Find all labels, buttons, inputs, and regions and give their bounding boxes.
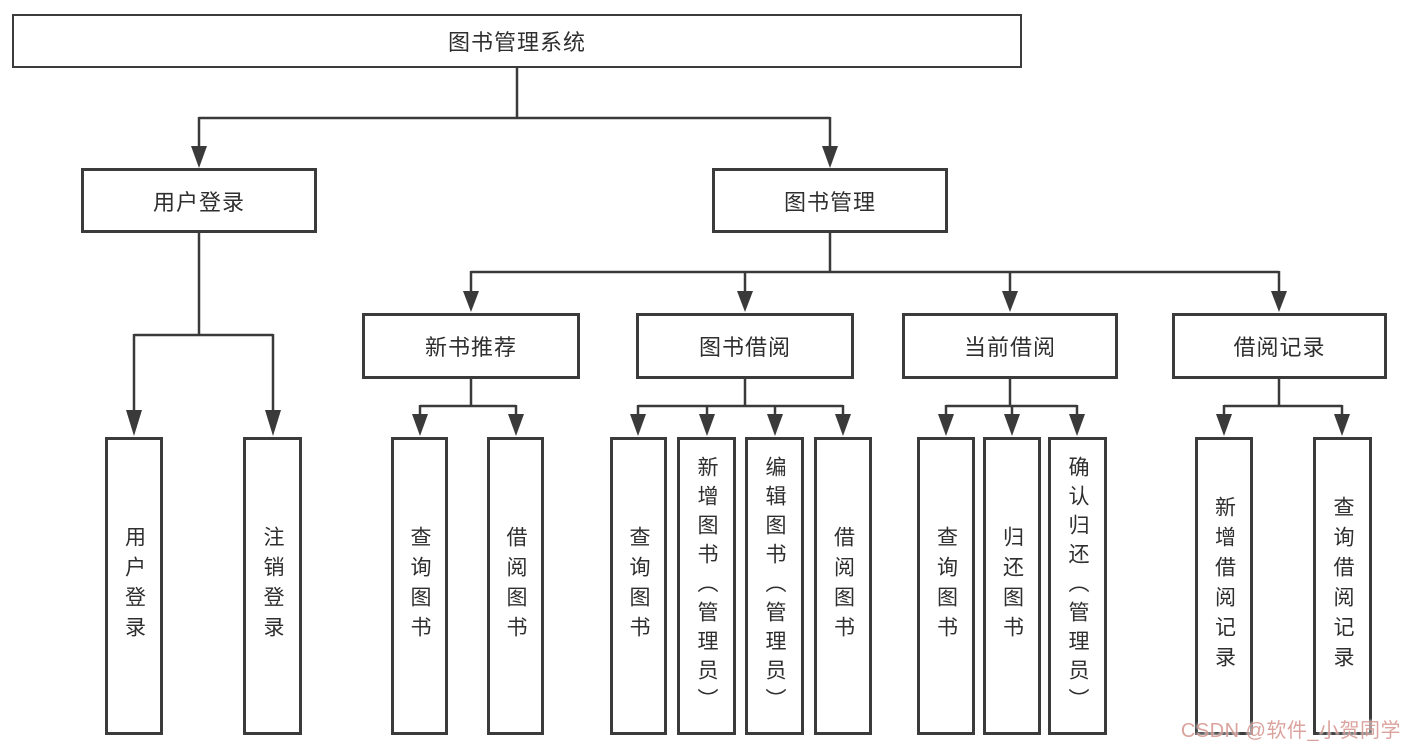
connector-current-borrow-to-leaves [938,379,1085,436]
arrowhead-icon [699,414,715,436]
node-new-book-recommend: 新书推荐 [362,313,580,379]
leaf-return-book: 归还图书 [983,437,1041,735]
arrowhead-icon [835,414,851,436]
node-book-borrow: 图书借阅 [636,313,854,379]
arrowhead-icon [1334,414,1350,436]
leaf-add-book-admin: 新增图书（管理员） [677,437,736,735]
node-user-login: 用户登录 [81,168,317,233]
arrowhead-icon [630,414,646,436]
arrowhead-icon [1271,291,1287,312]
leaf-query-books-current: 查询图书 [917,437,975,735]
leaf-query-borrow-record: 查询借阅记录 [1313,437,1372,735]
connector-book-management-to-level3 [463,233,1287,312]
leaf-user-login: 用户登录 [105,437,163,735]
arrowhead-icon [1069,414,1085,436]
arrowhead-icon [191,146,207,168]
arrowhead-icon [412,414,428,436]
arrowhead-icon [508,414,524,436]
node-borrow-records: 借阅记录 [1172,313,1387,379]
connector-root-to-level2 [191,68,838,168]
arrowhead-icon [1004,414,1020,436]
leaf-borrow-books-recommend: 借阅图书 [487,437,544,735]
connector-borrow-records-to-leaves [1216,379,1350,436]
leaf-edit-book-admin: 编辑图书（管理员） [745,437,804,735]
leaf-query-books-borrow: 查询图书 [610,437,667,735]
leaf-logout-login: 注销登录 [243,437,302,735]
arrowhead-icon [1002,291,1018,312]
arrowhead-icon [126,410,142,436]
leaf-borrow-books: 借阅图书 [814,437,872,735]
arrowhead-icon [767,414,783,436]
arrowhead-icon [822,146,838,168]
arrowhead-icon [463,291,479,312]
leaf-query-books-recommend: 查询图书 [391,437,448,735]
leaf-confirm-return-admin: 确认归还（管理员） [1048,437,1107,735]
arrowhead-icon [938,414,954,436]
csdn-watermark: CSDN @软件_小贺同学 [1180,720,1401,742]
arrowhead-icon [737,291,753,312]
connector-new-book-to-leaves [412,379,524,436]
connector-book-borrow-to-leaves [630,379,851,436]
arrowhead-icon [265,410,281,436]
node-root: 图书管理系统 [12,14,1022,68]
node-book-management: 图书管理 [712,168,948,233]
node-current-borrow: 当前借阅 [902,313,1118,379]
arrowhead-icon [1216,414,1232,436]
leaf-add-borrow-record: 新增借阅记录 [1195,437,1253,735]
connector-user-login-to-leaves [126,233,281,436]
